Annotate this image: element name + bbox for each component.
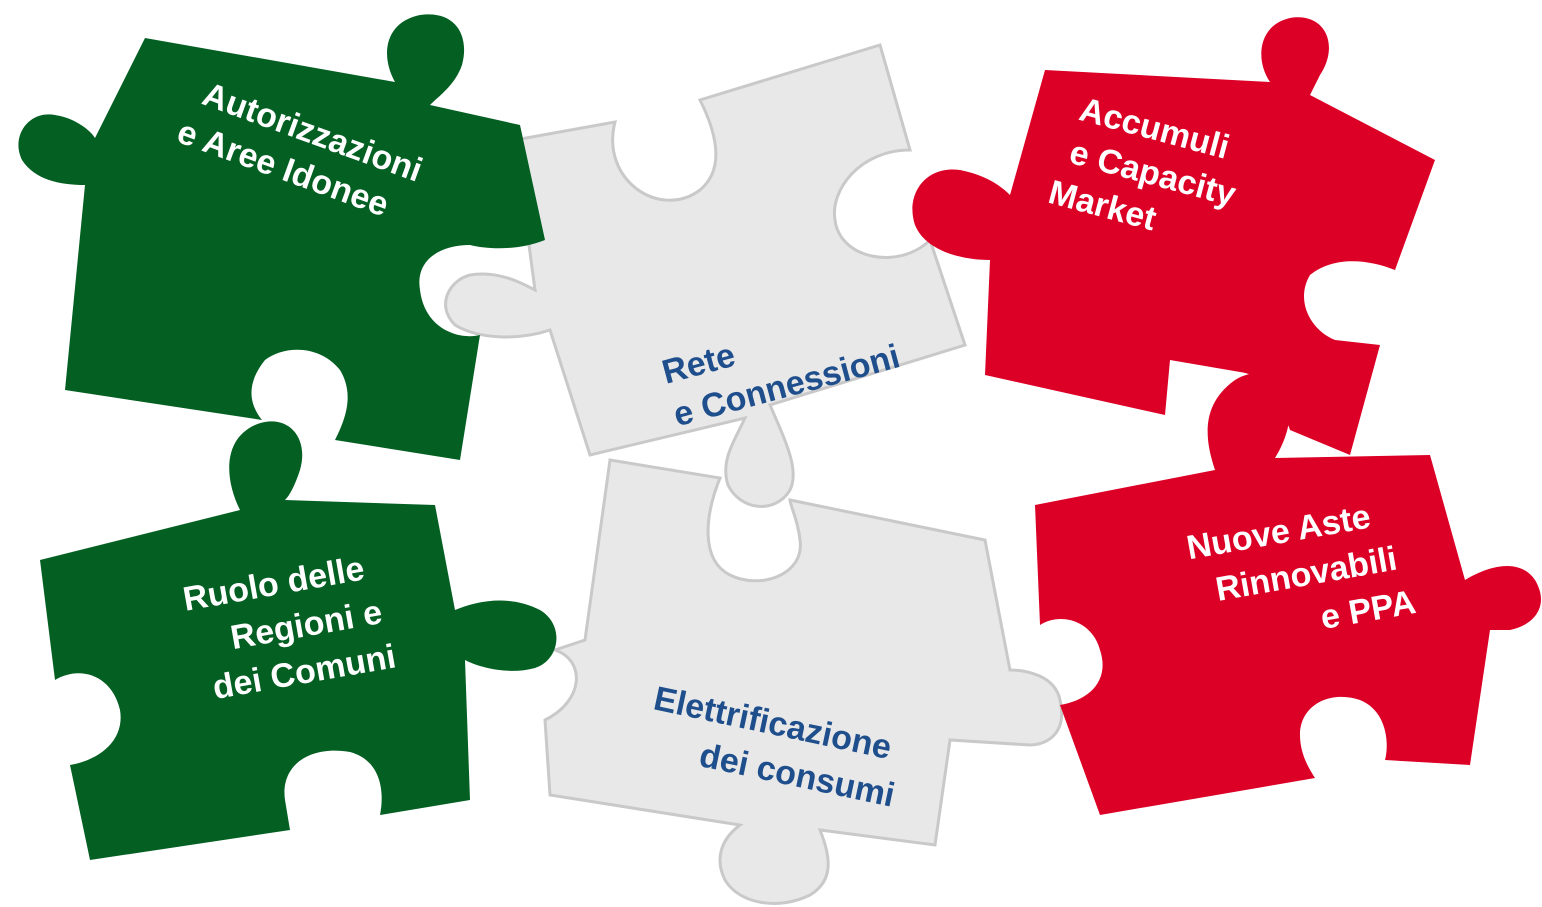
- piece-shape-accumuli: [912, 17, 1435, 455]
- puzzle-piece-accumuli: Accumuli e Capacity Market: [912, 17, 1435, 455]
- puzzle-piece-rete: Rete e Connessioni: [444, 43, 967, 508]
- piece-shape-nuove-aste: [1035, 372, 1541, 815]
- puzzle-piece-ruolo: Ruolo delle Regioni e dei Comuni: [40, 421, 557, 860]
- piece-shape-autorizzazioni: [18, 14, 545, 461]
- puzzle-piece-elettrificazione: Elettrificazione dei consumi: [543, 458, 1064, 905]
- puzzle-piece-autorizzazioni: Autorizzazioni e Aree Idonee: [18, 14, 545, 461]
- puzzle-piece-nuove-aste: Nuove Aste Rinnovabili e PPA: [1035, 372, 1541, 815]
- piece-shape-elettrificazione: [543, 458, 1064, 905]
- piece-shape-ruolo: [40, 421, 557, 860]
- piece-shape-rete: [444, 43, 967, 508]
